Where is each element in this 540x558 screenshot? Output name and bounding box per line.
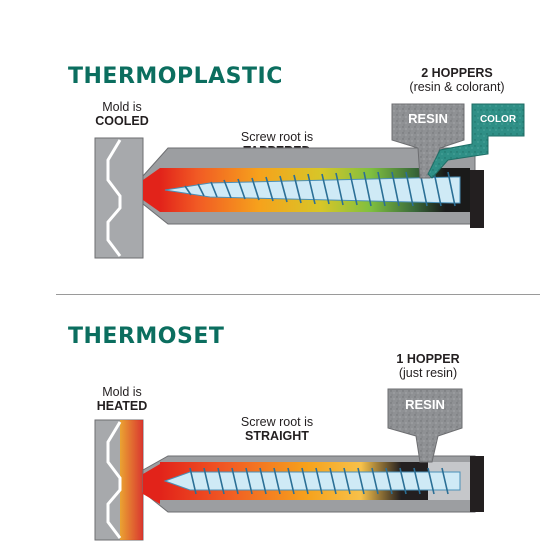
screw-label-line2: STRAIGHT	[245, 429, 309, 443]
barrel-end-cap	[470, 456, 484, 512]
hopper-label-line1: 2 HOPPERS	[421, 66, 493, 80]
section-title-thermoset: THERMOSET	[68, 324, 225, 349]
hopper-label-resin: RESIN	[408, 111, 448, 126]
section-divider	[56, 294, 540, 295]
screw-icon	[163, 467, 461, 495]
hopper-label-color: COLOR	[479, 114, 517, 125]
mold-state-label: Mold is COOLED	[82, 100, 162, 128]
barrel-end-cap	[470, 170, 484, 228]
hopper-count-label: 1 HOPPER (just resin)	[368, 352, 488, 380]
mold-state-label: Mold is HEATED	[82, 385, 162, 413]
mold-label-line1: Mold is	[102, 100, 142, 114]
color-hopper-icon	[427, 103, 525, 179]
resin-hopper-icon	[391, 103, 465, 179]
thermoset-diagram	[94, 388, 484, 541]
mold-label-line2: COOLED	[95, 114, 149, 128]
mold-label-line1: Mold is	[102, 385, 142, 399]
screw-icon	[164, 171, 461, 207]
section-title-thermoplastic: THERMOPLASTIC	[68, 64, 283, 89]
screw-root-label: Screw root is STRAIGHT	[222, 415, 332, 443]
resin-hopper-icon	[387, 388, 463, 463]
hopper-count-label: 2 HOPPERS (resin & colorant)	[392, 66, 522, 94]
hopper-label-resin: RESIN	[405, 397, 445, 412]
hopper-label-line1: 1 HOPPER	[396, 352, 460, 366]
hopper-label-line2: (resin & colorant)	[409, 80, 505, 94]
screw-label-line1: Screw root is	[240, 130, 314, 144]
mold-label-line2: HEATED	[96, 399, 148, 413]
hopper-label-line2: (just resin)	[398, 366, 458, 380]
mold-icon	[94, 137, 144, 259]
mold-icon	[94, 419, 144, 541]
screw-label-line1: Screw root is	[240, 415, 314, 429]
thermoplastic-diagram	[94, 103, 525, 259]
